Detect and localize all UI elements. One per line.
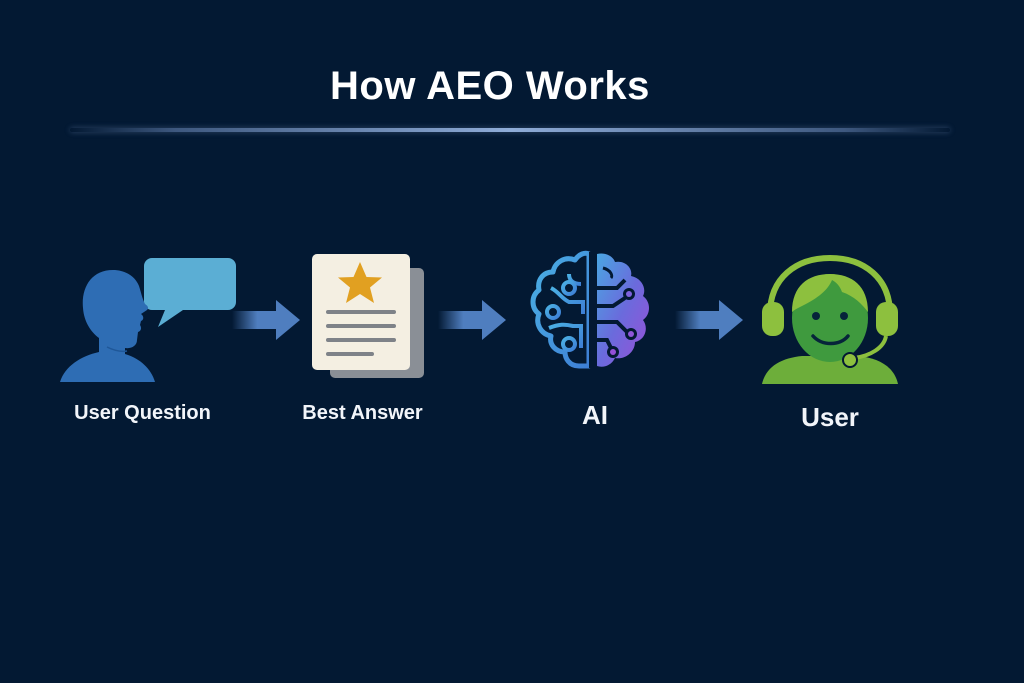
step-label-user-question: User Question [74, 402, 211, 424]
person-speech-bubble-icon [55, 252, 245, 387]
arrow-right-icon [675, 298, 745, 342]
document-star-icon [308, 248, 428, 383]
arrow-right-icon [232, 298, 302, 342]
step-label-ai: AI [582, 400, 608, 430]
title-divider [70, 128, 950, 132]
step-label-best-answer: Best Answer [302, 402, 423, 424]
arrow-right-icon [438, 298, 508, 342]
brain-circuit-icon [525, 248, 660, 373]
diagram-title: How AEO Works [330, 64, 650, 108]
headset-user-icon [758, 252, 903, 387]
step-label-user: User [801, 402, 859, 432]
